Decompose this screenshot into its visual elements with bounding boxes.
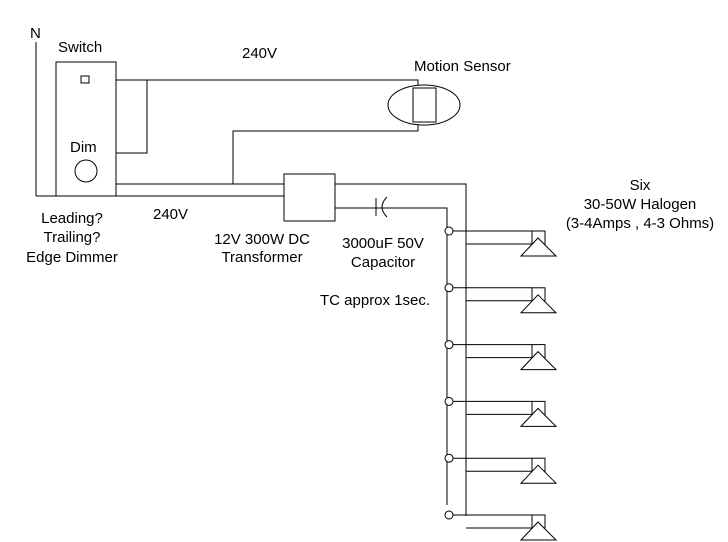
sensor-return-wire [232,121,419,184]
dim-label: Dim [70,139,97,156]
capacitor-label-line2: Capacitor [351,254,415,271]
transformer-label-line2: Transformer [221,249,302,266]
dimmer-label-line1: Leading? [41,210,103,227]
lamp-spec-label: Six 30-50W Halogen (3-4Amps , 4-3 Ohms) [566,177,714,232]
lamp-spec-line2: 30-50W Halogen [584,196,697,213]
voltage-label-top: 240V [242,45,277,62]
motion-sensor-label: Motion Sensor [414,58,511,75]
transformer-label-line1: 12V 300W DC [214,231,310,248]
dimmer-knob [74,159,98,183]
halogen-lamp [519,294,558,314]
junction-terminal [444,453,454,463]
dimmer-type-label: Leading? Trailing? Edge Dimmer [26,210,118,266]
dc-negative-wire [335,207,448,505]
transformer-label: 12V 300W DC Transformer [214,231,310,266]
capacitor-label-line1: 3000uF 50V [342,235,424,252]
dimmer-label-line2: Trailing? [44,229,101,246]
switch-toggle [80,75,90,84]
switch-label: Switch [58,39,102,56]
junction-terminal [444,283,454,293]
neutral-label: N [30,25,41,42]
time-constant-label: TC approx 1sec. [320,292,430,309]
live-wire-to-sensor [116,79,419,92]
lamp-spec-line1: Six [630,177,651,194]
halogen-lamp [519,350,558,371]
capacitor-label: 3000uF 50V Capacitor [342,235,424,271]
dc-positive-wire [335,183,467,516]
switch-bridge-wire [116,80,148,154]
transformer-box [283,173,336,222]
halogen-lamp [519,407,558,427]
lamp-spec-line3: (3-4Amps , 4-3 Ohms) [566,215,714,232]
motion-sensor-element [412,87,437,123]
lamp-row-5 [444,453,558,484]
junction-terminal [444,226,454,236]
junction-terminal [444,510,454,520]
dimmer-label-line3: Edge Dimmer [26,249,118,266]
voltage-label-bottom: 240V [153,206,188,223]
lamp-row-3 [444,340,558,371]
halogen-lamp [519,464,558,484]
junction-terminal [444,340,454,350]
halogen-lamp [519,237,558,257]
lamp-row-2 [444,283,558,314]
lamp-row-1 [444,226,558,257]
halogen-lamp-array [444,226,558,541]
capacitor-plate-curved [381,196,388,218]
halogen-lamp [519,521,558,541]
lamp-row-4 [444,396,558,427]
lamp-row-6 [444,510,558,541]
junction-terminal [444,396,454,406]
